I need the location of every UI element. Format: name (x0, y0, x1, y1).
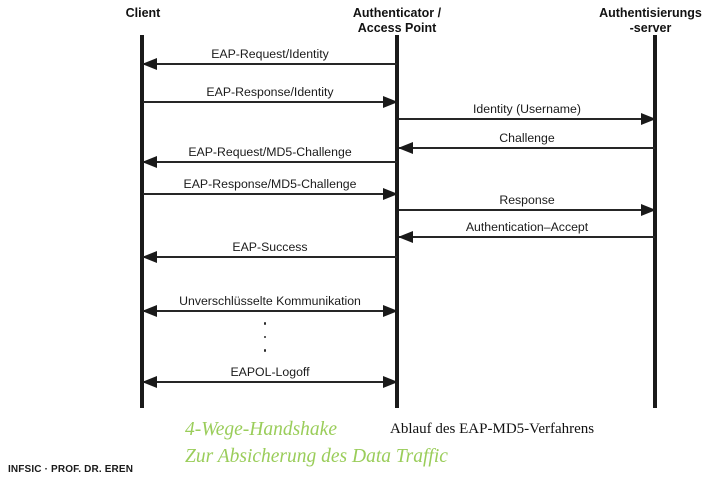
arrowhead-left-icon (142, 375, 157, 388)
arrowhead-left-icon (142, 250, 157, 263)
arrowhead-right-icon (641, 112, 656, 125)
message-challenge: Challenge (398, 131, 655, 154)
message-label: Unverschlüsselte Kommunikation (179, 294, 361, 308)
message-label: Authentication–Accept (465, 220, 589, 234)
message-line (143, 310, 397, 312)
arrowhead-left-icon (398, 230, 413, 243)
caption-handshake: 4-Wege-Handshake (185, 419, 337, 440)
message-line (143, 161, 397, 163)
message-label: EAP-Request/MD5-Challenge (188, 145, 352, 159)
continuation-ellipsis (240, 322, 290, 363)
caption-ablauf: Ablauf des EAP-MD5-Verfahrens (390, 421, 595, 437)
arrowhead-right-icon (383, 304, 398, 317)
ellipsis-dot (263, 349, 267, 352)
message-label: EAP-Response/Identity (206, 85, 334, 99)
message-line (143, 381, 397, 383)
message-line (399, 209, 655, 211)
footer-credit: INFSIC · PROF. DR. EREN (8, 464, 134, 475)
message-eap-request-identity: EAP-Request/Identity (142, 47, 397, 70)
message-line (143, 193, 397, 195)
message-label: Challenge (499, 131, 555, 145)
message-eapol-logoff: EAPOL-Logoff (142, 365, 398, 388)
ellipsis-dot (263, 322, 267, 325)
message-label: EAP-Response/MD5-Challenge (183, 177, 357, 191)
message-line (143, 63, 397, 65)
arrowhead-right-icon (641, 203, 656, 216)
lifeline-server (653, 35, 657, 408)
message-line (399, 236, 655, 238)
message-authentication-accept: Authentication–Accept (398, 220, 655, 243)
message-label: Identity (Username) (473, 102, 581, 116)
message-eap-request-md5-challenge: EAP-Request/MD5-Challenge (142, 145, 397, 168)
arrowhead-left-icon (398, 141, 413, 154)
message-response: Response (399, 193, 656, 216)
participant-header-client: Client (125, 6, 161, 20)
message-line (143, 256, 397, 258)
message-line (143, 101, 397, 103)
message-label: EAP-Success (232, 240, 308, 254)
message-eap-response-identity: EAP-Response/Identity (143, 85, 398, 108)
message-label: EAP-Request/Identity (211, 47, 329, 61)
message-eap-response-md5-challenge: EAP-Response/MD5-Challenge (143, 177, 398, 200)
arrowhead-left-icon (142, 304, 157, 317)
message-line (399, 118, 655, 120)
message-identity-username: Identity (Username) (399, 102, 656, 125)
caption-absicherung: Zur Absicherung des Data Traffic (185, 446, 448, 467)
participant-header-server: Authentisierungs -server (599, 6, 702, 35)
message-unverschluesselte-kommunikation: Unverschlüsselte Kommunikation (142, 294, 398, 317)
message-label: EAPOL-Logoff (230, 365, 310, 379)
ellipsis-dot (263, 335, 267, 338)
message-line (399, 147, 655, 149)
arrowhead-right-icon (383, 375, 398, 388)
lifeline-authenticator (395, 35, 399, 408)
message-eap-success: EAP-Success (142, 240, 397, 263)
arrowhead-left-icon (142, 57, 157, 70)
arrowhead-right-icon (383, 187, 398, 200)
arrowhead-right-icon (383, 95, 398, 108)
participant-header-authenticator: Authenticator / Access Point (352, 6, 442, 35)
arrowhead-left-icon (142, 155, 157, 168)
lifeline-client (140, 35, 144, 408)
message-label: Response (499, 193, 555, 207)
